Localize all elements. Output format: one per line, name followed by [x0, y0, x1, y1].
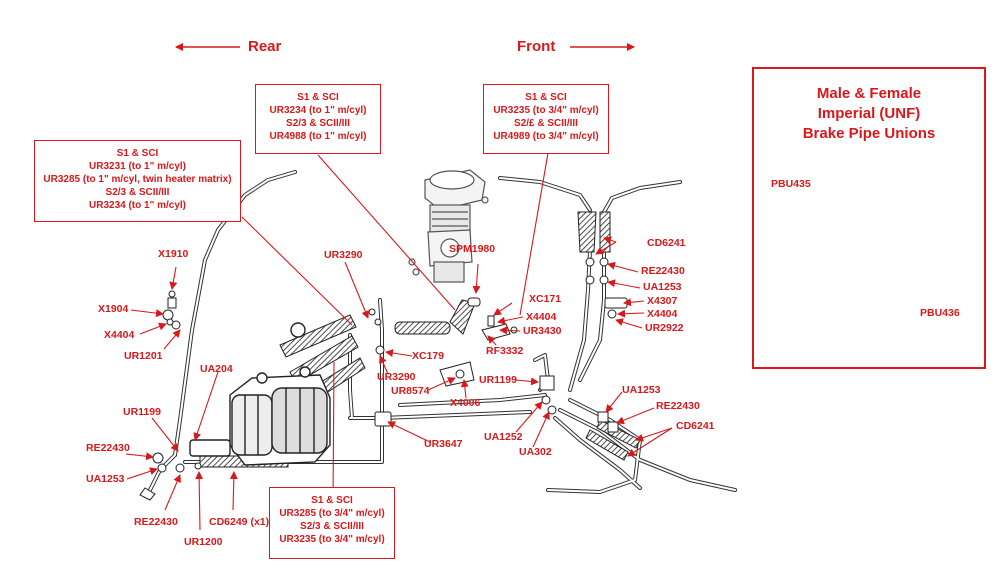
rear-pipe-box: S1 & SCI UR3231 (to 1" m/cyl) UR3285 (to… — [34, 140, 241, 222]
part-label-cd6241-right: CD6241 — [676, 420, 715, 432]
bottom-pipe-box: S1 & SCI UR3285 (to 3/4" m/cyl) S2/3 & S… — [269, 487, 395, 559]
part-label-ur3290-top: UR3290 — [324, 249, 363, 261]
box-line: S1 & SCI — [116, 148, 159, 159]
part-label-re22430-left: RE22430 — [86, 442, 130, 454]
front-label: Front — [517, 38, 556, 55]
box-line: UR4989 (to 3/4" m/cyl) — [493, 131, 599, 142]
panel-title-line: Brake Pipe Unions — [802, 125, 936, 142]
leader-lines — [125, 152, 913, 531]
brake-pipes — [148, 170, 737, 494]
part-label-ur2922: UR2922 — [645, 322, 684, 334]
part-label-ur1200: UR1200 — [184, 536, 223, 548]
box-line: S1 & SCI — [525, 92, 567, 103]
part-label-ua204: UA204 — [200, 363, 233, 375]
part-label-xc171: XC171 — [529, 293, 562, 305]
part-label-ua1253-right: UA1253 — [622, 384, 661, 396]
part-label-ua1252: UA1252 — [484, 431, 523, 443]
part-label-cd6249: CD6249 (x1) — [209, 516, 270, 528]
part-label-re22430-bottom: RE22430 — [134, 516, 178, 528]
box-line: UR3234 (to 1" m/cyl) — [269, 105, 367, 116]
box-line: UR3235 (to 3/4" m/cyl) — [279, 534, 385, 545]
part-label-ur3647: UR3647 — [424, 438, 463, 450]
part-label-ur8574: UR8574 — [391, 385, 430, 397]
part-label-rf3332: RF3332 — [486, 345, 524, 357]
box-line: S2/3 & SCII/III — [300, 521, 364, 532]
part-label-x4006: X4006 — [450, 397, 481, 409]
part-label-ua1253-top: UA1253 — [643, 281, 682, 293]
fittings — [139, 257, 628, 501]
part-label-cd6241-top: CD6241 — [647, 237, 686, 249]
box-line: S1 & SCI — [297, 92, 339, 103]
box-line: UR3285 (to 3/4" m/cyl) — [279, 508, 385, 519]
box-line: S2/£ & SCII/III — [514, 118, 578, 129]
unions-panel: Male & Female Imperial (UNF) Brake Pipe … — [752, 67, 986, 369]
part-label-x1910: X1910 — [158, 248, 189, 260]
part-label-pbu435: PBU435 — [771, 178, 811, 190]
part-label-x4404-mid: X4404 — [526, 311, 557, 323]
box-line: S1 & SCI — [311, 495, 353, 506]
part-label-ur1199-mid: UR1199 — [479, 374, 517, 386]
panel-title-line: Male & Female — [816, 85, 922, 102]
part-label-x4307: X4307 — [647, 295, 678, 307]
box-line: UR3285 (to 1" m/cyl, twin heater matrix) — [43, 174, 232, 185]
master-cylinder — [408, 169, 489, 283]
box-line: S2/3 & SCII/III — [105, 187, 170, 198]
box-line: S2/3 & SCII/III — [286, 118, 350, 129]
box-line: UR3235 (to 3/4" m/cyl) — [493, 105, 599, 116]
panel-title-line: Imperial (UNF) — [817, 105, 921, 122]
part-label-ur1199-left: UR1199 — [123, 406, 161, 418]
part-label-spm1980: SPM1980 — [449, 243, 496, 255]
box-line: UR3234 (to 1" m/cyl) — [89, 200, 186, 211]
servo-assembly — [189, 322, 331, 466]
part-label-ur1201: UR1201 — [124, 350, 163, 362]
box-line: UR4988 (to 1" m/cyl) — [269, 131, 367, 142]
part-label-x4404-left: X4404 — [104, 329, 135, 341]
part-label-ua302: UA302 — [519, 446, 552, 458]
center-pipe-box: S1 & SCI UR3234 (to 1" m/cyl) S2/3 & SCI… — [255, 84, 381, 154]
box-line: UR3231 (to 1" m/cyl) — [89, 161, 186, 172]
part-label-re22430-right: RE22430 — [656, 400, 700, 412]
part-label-ua1253-left: UA1253 — [86, 473, 125, 485]
part-label-ur3430: UR3430 — [523, 325, 562, 337]
part-label-x4404-right: X4404 — [647, 308, 678, 320]
front-pipe-box: S1 & SCI UR3235 (to 3/4" m/cyl) S2/£ & S… — [483, 84, 609, 154]
rear-label: Rear — [248, 38, 282, 55]
part-label-x1904: X1904 — [98, 303, 129, 315]
part-label-re22430-top: RE22430 — [641, 265, 685, 277]
part-label-xc179: XC179 — [412, 350, 445, 362]
part-label-pbu436: PBU436 — [920, 307, 960, 319]
part-label-ur3290-mid: UR3290 — [377, 371, 416, 383]
